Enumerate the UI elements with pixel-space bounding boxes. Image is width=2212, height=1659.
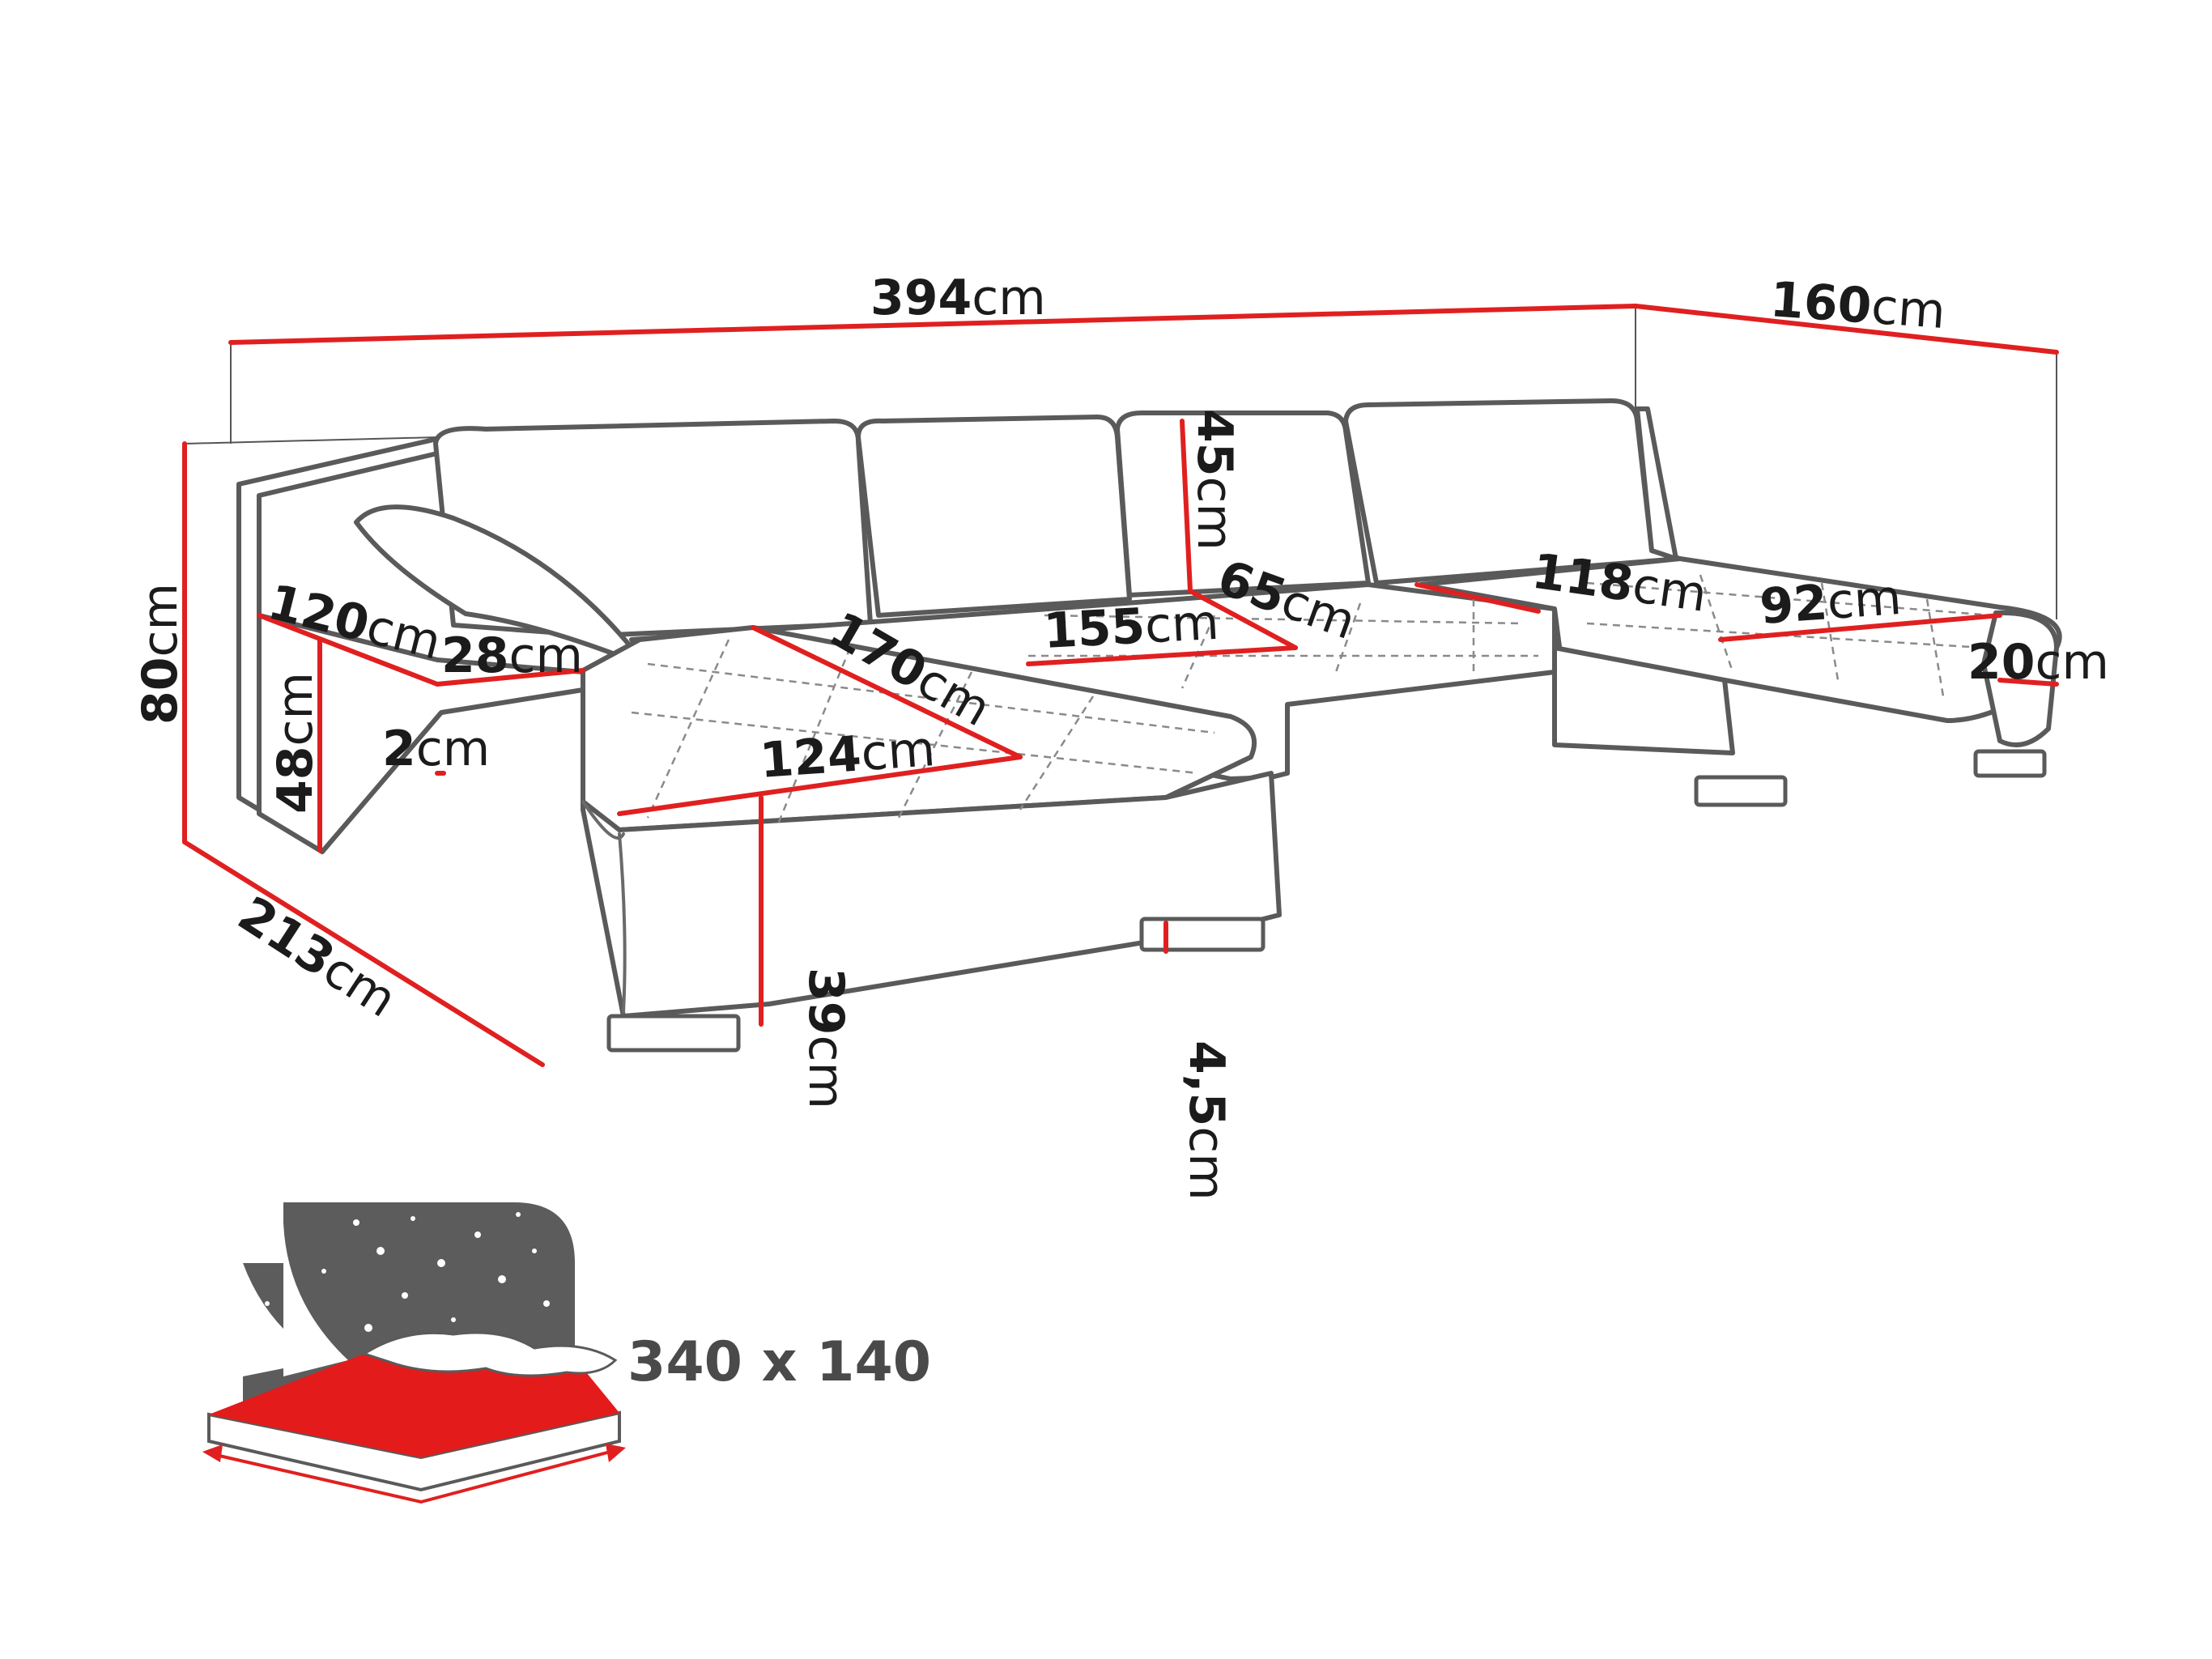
chaise-lower-edge (618, 832, 627, 1014)
measure-line-120 (257, 613, 440, 687)
dim-label-width-total: 394cm (870, 270, 1046, 326)
dim-label-depth-left: 213cm (228, 886, 406, 1029)
measure-line-45 (1180, 419, 1193, 593)
measure-line-28 (435, 668, 585, 687)
bed-arrow-head-right (606, 1444, 626, 1462)
bed-arrow-head-left (202, 1444, 223, 1462)
dim-label-right-section-width: 118cm (1529, 543, 1710, 623)
measure-line-155 (1026, 645, 1298, 666)
foot-chaise-back (1139, 917, 1266, 952)
measure-line-20 (1997, 678, 2059, 687)
dim-label-leg-height: 4,5cm (1178, 1040, 1235, 1201)
dim-label-right-armrest: 20cm (1967, 634, 2109, 691)
dim-label-middle-width: 155cm (1042, 594, 1220, 660)
chaise-roll (581, 800, 625, 840)
bed-length-arrow (208, 1448, 620, 1504)
measure-line-124 (617, 755, 1023, 816)
dim-label-backrest-height: 45cm (1186, 409, 1243, 551)
left-armrest-front (257, 613, 585, 854)
dim-label-chaise-width: 124cm (758, 721, 937, 789)
dim-label-depth-right: 160cm (1768, 271, 1947, 340)
measure-line-213 (182, 840, 545, 1067)
measure-line-394 (228, 304, 1638, 345)
bed-size-label: 340 x 140 (627, 1330, 931, 1394)
sofa-drawing (236, 398, 2062, 1053)
right-chaise-front (1552, 645, 1735, 755)
measure-line-170 (751, 625, 1023, 759)
dim-label-armrest-width: 28cm (441, 627, 583, 684)
blanket (361, 1331, 618, 1377)
measure-line-118 (1414, 582, 1541, 614)
right-arm-end (1981, 610, 2059, 747)
foot-right-arm (1973, 749, 2047, 778)
back-cushion-2 (856, 415, 1132, 618)
dim-label-armrest-offset: 2cm (382, 721, 490, 777)
moon-curve (283, 1202, 348, 1376)
dim-label-seat-height: 39cm (798, 968, 854, 1109)
dim-label-armrest-height: 48cm (267, 672, 324, 814)
measure-line-65 (1188, 589, 1298, 650)
foot-right-chaise (1694, 775, 1788, 807)
foot-left-front (606, 1014, 741, 1053)
mattress-top (209, 1352, 619, 1457)
moon-curve-inner (243, 1263, 324, 1376)
measure-line-160 (1633, 304, 2059, 355)
measure-line-92 (1718, 613, 2002, 642)
dim-label-right-chaise-width: 92cm (1758, 569, 1903, 636)
measure-lines (182, 304, 2059, 1067)
dim-label-height-total: 80cm (132, 583, 189, 725)
sofa-bed-night-icon: 340 x 140 (202, 1202, 931, 1504)
